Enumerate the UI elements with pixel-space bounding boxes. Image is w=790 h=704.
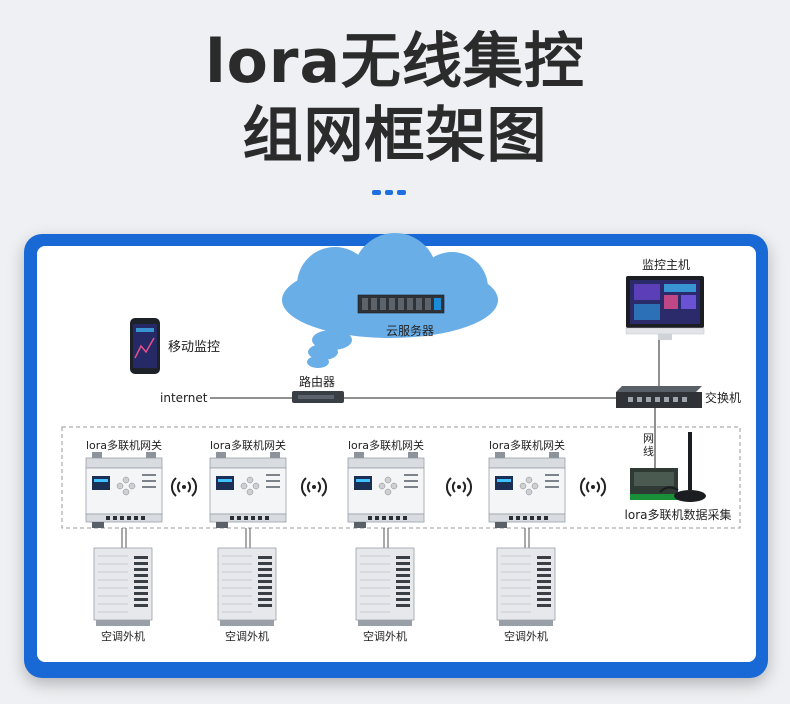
- monitor-icon: [625, 276, 705, 340]
- gateway-2-label: lora多联机网关: [210, 438, 286, 452]
- cable-label: 网 线: [643, 432, 658, 458]
- host-label: 监控主机: [642, 258, 690, 272]
- wireless-icon: [170, 477, 198, 497]
- internet-label: internet: [160, 391, 208, 405]
- mobile-phone-icon: [130, 318, 160, 374]
- page-title-line2: 组网框架图: [242, 101, 548, 171]
- cable-label-2: 线: [643, 444, 654, 458]
- collector-device-icon: [630, 432, 706, 502]
- gateway-1: lora多联机网关: [85, 438, 163, 529]
- collector-label: lora多联机数据采集: [625, 507, 732, 522]
- lora-network-region: [61, 426, 741, 529]
- gateway-4: lora多联机网关: [488, 438, 566, 529]
- server-icon: [357, 294, 445, 314]
- wireless-icon: [445, 477, 473, 497]
- gateway-2: lora多联机网关: [209, 438, 287, 529]
- router-label: 路由器: [299, 374, 335, 389]
- outdoor-unit-2: 空调外机: [217, 547, 277, 643]
- mobile-label: 移动监控: [168, 340, 220, 355]
- wireless-icon: [579, 477, 607, 497]
- switch-icon: [616, 386, 702, 408]
- outdoor-unit-2-label: 空调外机: [225, 629, 269, 643]
- router-icon: [292, 391, 344, 403]
- gateway-1-label: lora多联机网关: [86, 438, 162, 452]
- wireless-icon: [300, 477, 328, 497]
- outdoor-unit-4: 空调外机: [496, 547, 556, 643]
- outdoor-unit-4-label: 空调外机: [504, 629, 548, 643]
- gateway-3-label: lora多联机网关: [348, 438, 424, 452]
- switch-label: 交换机: [705, 390, 741, 405]
- outdoor-unit-1-label: 空调外机: [101, 629, 145, 643]
- outdoor-unit-3-label: 空调外机: [363, 629, 407, 643]
- cable-label-1: 网: [643, 432, 654, 445]
- gateway-4-label: lora多联机网关: [489, 438, 565, 452]
- outdoor-unit-3: 空调外机: [355, 547, 415, 643]
- cloud-server-label: 云服务器: [386, 323, 434, 338]
- title-divider: [372, 190, 407, 195]
- gateway-3: lora多联机网关: [347, 438, 425, 529]
- outdoor-unit-1: 空调外机: [93, 547, 153, 643]
- page-title-line1: lora无线集控: [205, 27, 585, 97]
